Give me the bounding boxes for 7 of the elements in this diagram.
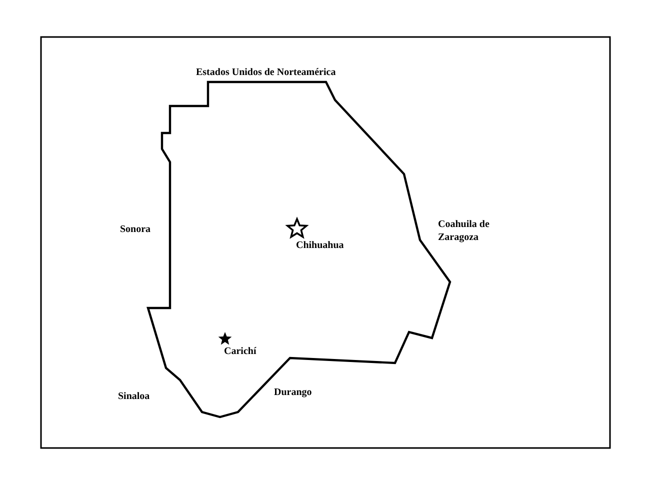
city-label: Carichí [224,345,256,358]
region-label: Coahuila de Zaragoza [438,218,490,244]
region-label: Estados Unidos de Norteamérica [196,66,336,79]
city-label: Chihuahua [296,239,344,252]
region-label: Sinaloa [118,390,150,403]
region-label: Sonora [120,223,151,236]
region-label: Durango [274,386,312,399]
